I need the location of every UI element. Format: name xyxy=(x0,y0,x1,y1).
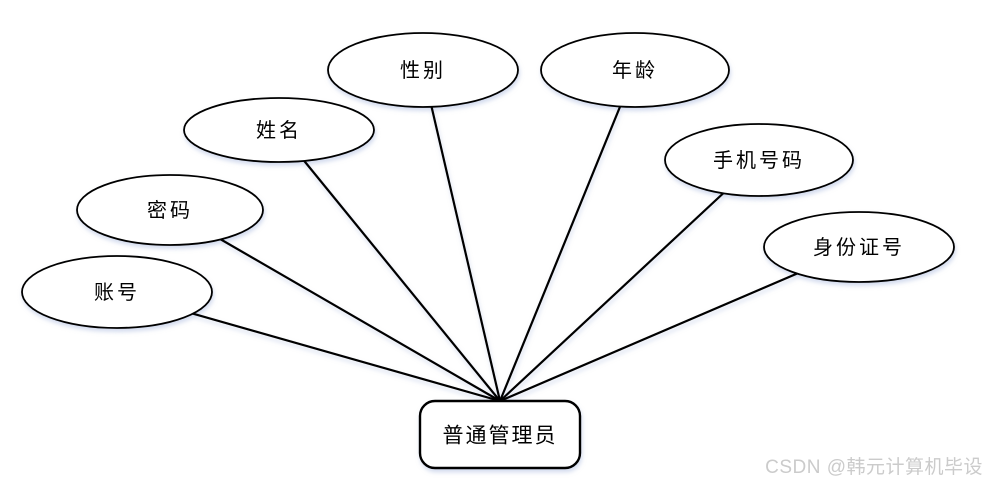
attribute-ellipse xyxy=(664,123,854,197)
connector-line xyxy=(169,209,501,402)
attribute-ellipse xyxy=(763,211,955,283)
attribute-ellipse xyxy=(327,32,519,108)
attribute-ellipse xyxy=(76,174,264,246)
attribute-label: 账号 xyxy=(94,281,140,304)
attribute-ellipse xyxy=(21,255,213,329)
attribute-label: 手机号码 xyxy=(713,149,805,172)
attribute-label: 密码 xyxy=(147,199,193,222)
entity-label: 普通管理员 xyxy=(443,424,558,448)
attribute-ellipse xyxy=(540,32,730,108)
attribute-label: 年龄 xyxy=(612,59,658,82)
attribute-label: 性别 xyxy=(400,59,446,82)
watermark-text: CSDN @韩元计算机毕设 xyxy=(765,457,983,478)
connector-line xyxy=(278,129,501,402)
connector-line xyxy=(498,69,637,402)
attribute-label: 身份证号 xyxy=(813,236,905,259)
connector-line xyxy=(499,159,760,402)
entity-rect xyxy=(418,399,582,470)
connector-line xyxy=(421,69,502,402)
attribute-ellipse xyxy=(183,97,375,163)
attribute-label: 姓名 xyxy=(256,119,302,142)
